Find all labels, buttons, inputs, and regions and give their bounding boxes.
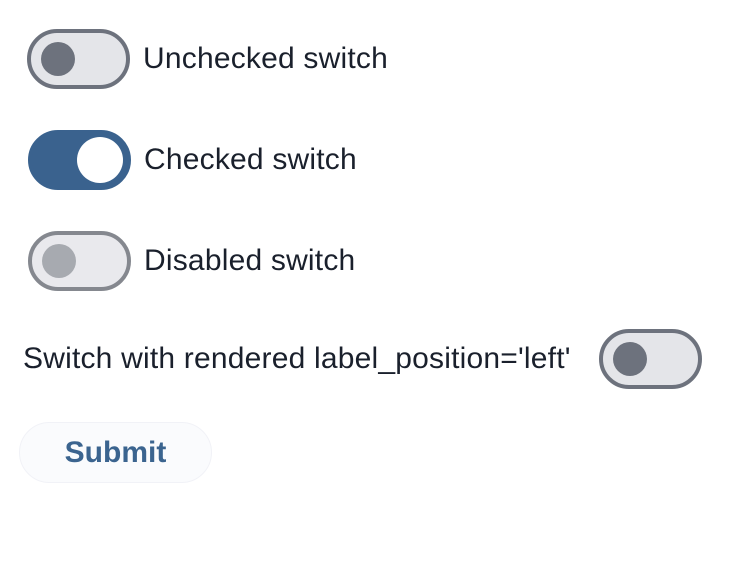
switch-row-disabled: Disabled switch: [28, 231, 355, 291]
switch-thumb: [77, 137, 123, 183]
switch-thumb: [42, 244, 76, 278]
label-left-switch[interactable]: [599, 329, 702, 389]
switch-thumb: [41, 42, 75, 76]
switch-row-unchecked: Unchecked switch: [27, 29, 388, 89]
label-left-switch-label: Switch with rendered label_position='lef…: [23, 342, 571, 375]
unchecked-switch[interactable]: [27, 29, 130, 89]
switch-row-label-left: Switch with rendered label_position='lef…: [23, 329, 702, 389]
switch-row-checked: Checked switch: [28, 130, 357, 190]
unchecked-switch-label: Unchecked switch: [143, 42, 388, 75]
checked-switch[interactable]: [28, 130, 131, 190]
switch-thumb: [613, 342, 647, 376]
checked-switch-label: Checked switch: [144, 143, 357, 176]
submit-button[interactable]: Submit: [19, 422, 212, 483]
disabled-switch-label: Disabled switch: [144, 244, 356, 277]
disabled-switch: [28, 231, 131, 291]
